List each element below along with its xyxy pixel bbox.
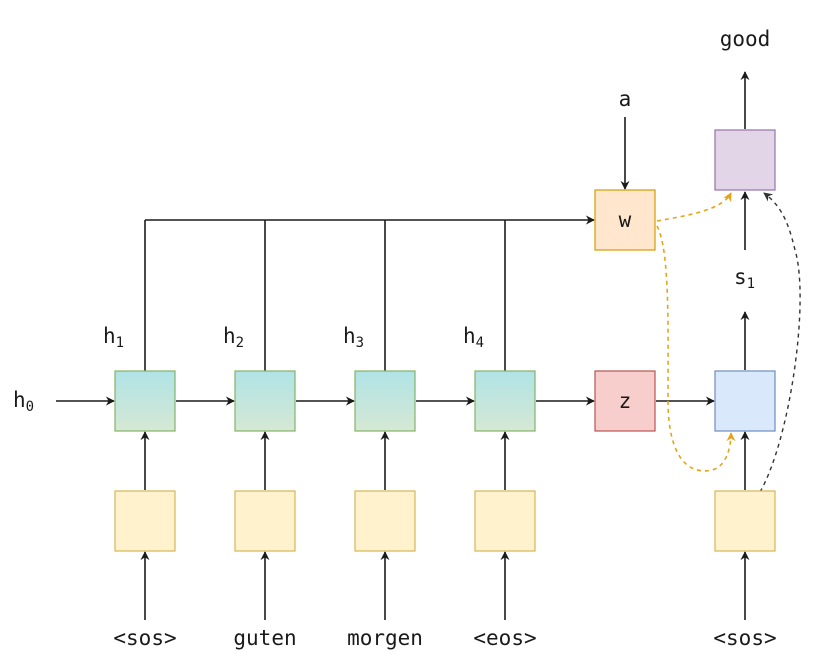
encoder-rnn-cell-1 [114,370,176,432]
input-token-1: <sos> [113,626,176,650]
decoder-rnn-cell [714,370,776,432]
hidden-state-label-h2: h2 [223,324,244,351]
decoder-input-token: <sos> [713,626,776,650]
output-word: good [720,27,771,51]
attention-label: a [619,87,632,111]
hidden-state-label-h0: h0 [13,388,34,415]
embedding-to-output-skip-arrow [759,192,801,493]
encoder-rnn-cell-4 [474,370,536,432]
encoder-embedding-3 [354,490,416,552]
weighted-label: w [619,208,632,232]
hidden-state-label-h3: h3 [343,324,364,351]
encoder-embedding-2 [234,490,296,552]
output-layer-box [714,129,776,191]
decoder-embedding [714,490,776,552]
hidden-state-label-h4: h4 [463,324,484,351]
encoder-rnn-cell-2 [234,370,296,432]
encoder-embedding-4 [474,490,536,552]
encoder-embedding-1 [114,490,176,552]
input-token-2: guten [233,626,296,650]
input-token-3: morgen [347,626,423,650]
decoder-state-label: s1 [734,265,755,292]
context-label: z [619,389,632,413]
w-to-output-attention-arrow [656,192,732,222]
w-to-decoder-attention-arrow [656,225,736,472]
context-vector-box [594,370,656,432]
encoder-rnn-cell-3 [354,370,416,432]
input-token-4: <eos> [473,626,536,650]
weighted-vector-box [594,189,656,251]
hidden-state-label-h1: h1 [103,324,124,351]
